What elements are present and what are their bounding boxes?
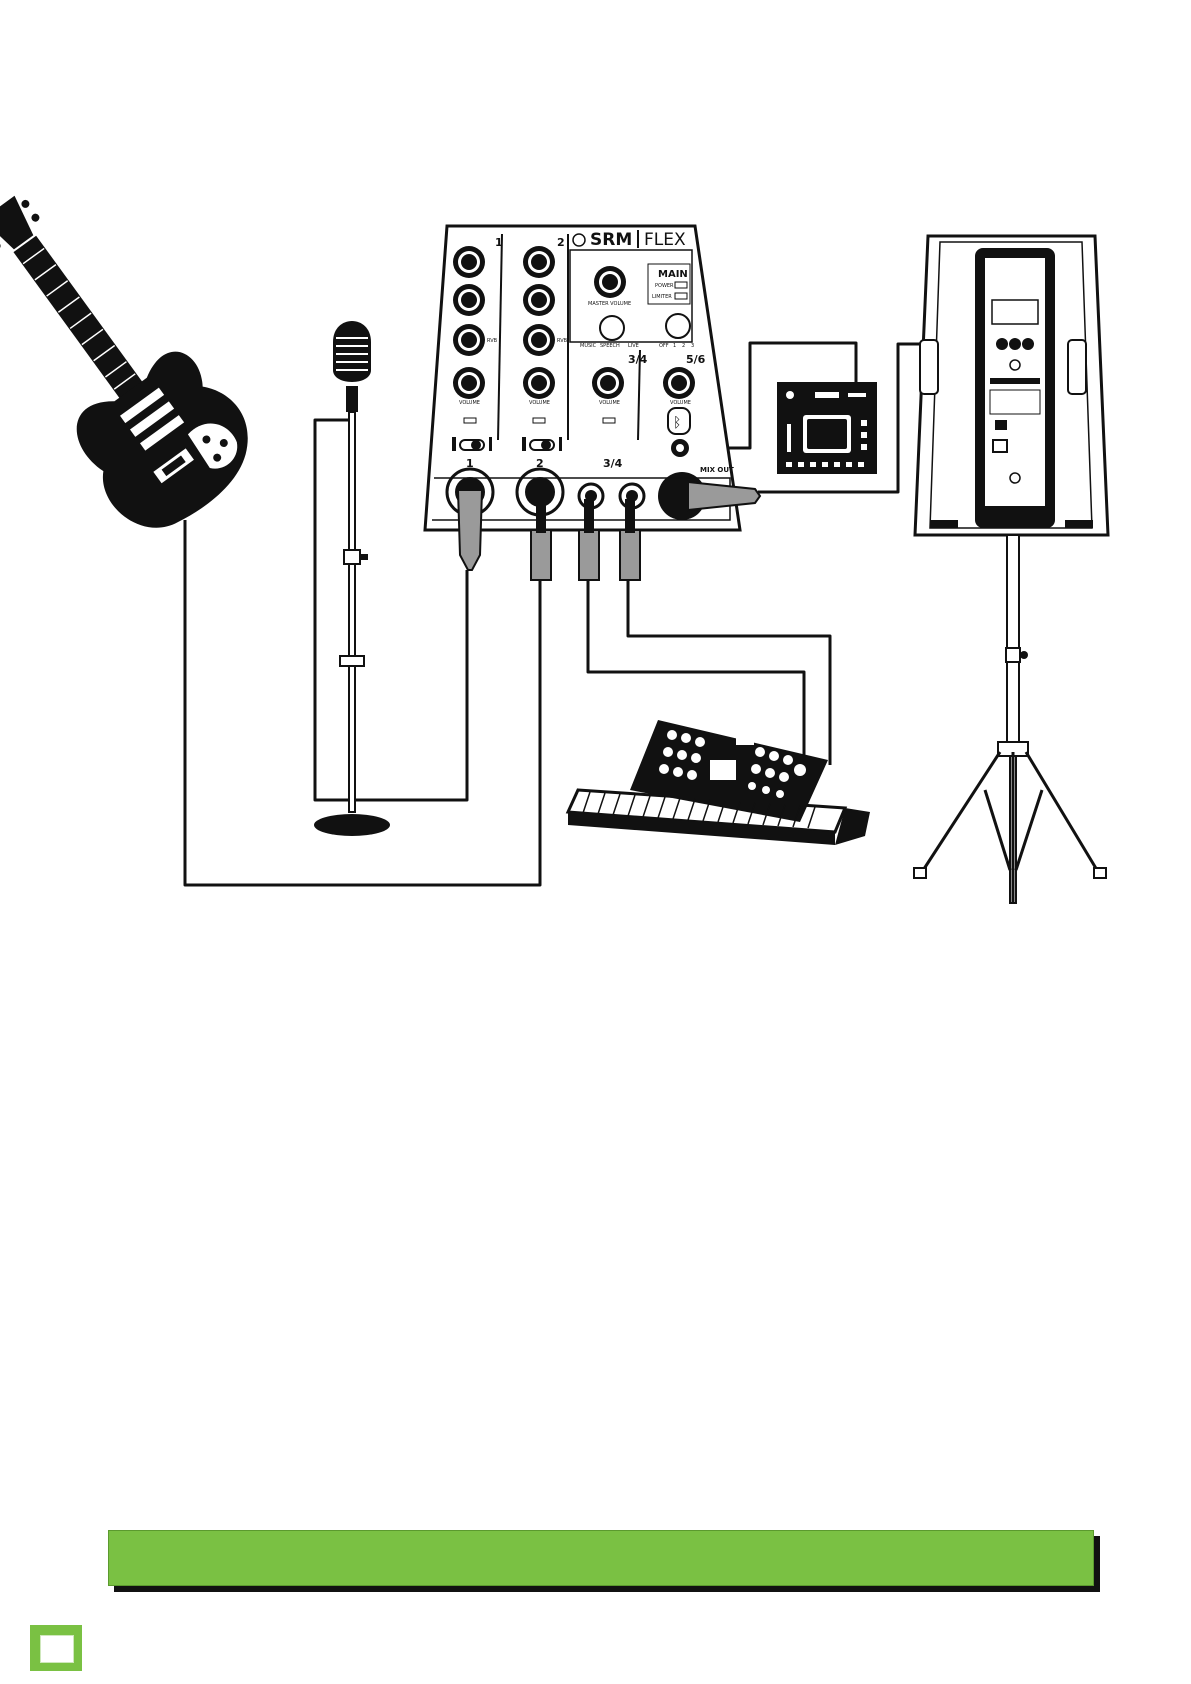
master-volume-label: MASTER VOLUME (588, 301, 631, 307)
limiter-label: LIMITER (652, 294, 672, 300)
signal-led-2 (533, 418, 545, 423)
speaker-tripod-icon (914, 535, 1106, 903)
rvb-label-2: RVB (557, 338, 568, 344)
limiter-led (675, 293, 687, 299)
mic-small-icon (452, 437, 456, 451)
bluetooth-icon: ᛒ (673, 415, 681, 431)
mic-small-icon (522, 437, 526, 451)
volume-label-5-6: VOLUME (670, 400, 691, 406)
signal-led-3-4 (603, 418, 615, 423)
input-label-3-4: 3/4 (603, 457, 623, 470)
channel-label-1: 1 (495, 236, 503, 249)
rvb-label-1: RVB (487, 338, 498, 344)
eq-label-3: 3 (691, 343, 694, 349)
keyboard-synth-icon (568, 720, 870, 845)
eq-knob[interactable] (666, 314, 690, 338)
power-label: POWER (655, 283, 674, 289)
main-label: MAIN (658, 269, 688, 280)
mode-label-music: MUSIC (580, 343, 597, 349)
volume-label-1: VOLUME (459, 400, 480, 406)
mic-stand-icon (314, 412, 390, 836)
jack-plug-guitar (531, 530, 551, 580)
signal-led-1 (464, 418, 476, 423)
guitar-small-icon (489, 437, 492, 451)
jack-plug-keyboard-l (579, 530, 599, 580)
page-number-box (30, 1625, 82, 1671)
volume-label-3-4: VOLUME (599, 400, 620, 406)
mixer-brand: SRM (590, 230, 632, 250)
channel-label-2: 2 (557, 236, 565, 249)
mode-knob[interactable] (600, 316, 624, 340)
eq-label-1: 1 (673, 343, 676, 349)
xlr-plug-mic (458, 490, 482, 570)
guitar-icon (0, 163, 273, 550)
eq-label-off: OFF (659, 343, 669, 349)
power-led (675, 282, 687, 288)
mode-label-speech: SPEECH (600, 343, 620, 349)
volume-label-2: VOLUME (529, 400, 550, 406)
channel-label-3-4: 3/4 (628, 353, 648, 366)
mixer-model: FLEX (644, 230, 686, 250)
mix-out-label: MIX OUT (700, 466, 734, 474)
eq-label-2: 2 (682, 343, 685, 349)
channel-label-5-6: 5/6 (686, 353, 706, 366)
section-banner (108, 1530, 1094, 1586)
microphone-icon (333, 321, 371, 412)
media-player-icon (777, 382, 877, 474)
jack-plug-keyboard-r (620, 530, 640, 580)
loudspeaker-icon (915, 236, 1108, 535)
mode-label-live: LIVE (628, 343, 639, 349)
xlr-plug-mix-out (688, 482, 760, 510)
guitar-small-icon (559, 437, 562, 451)
